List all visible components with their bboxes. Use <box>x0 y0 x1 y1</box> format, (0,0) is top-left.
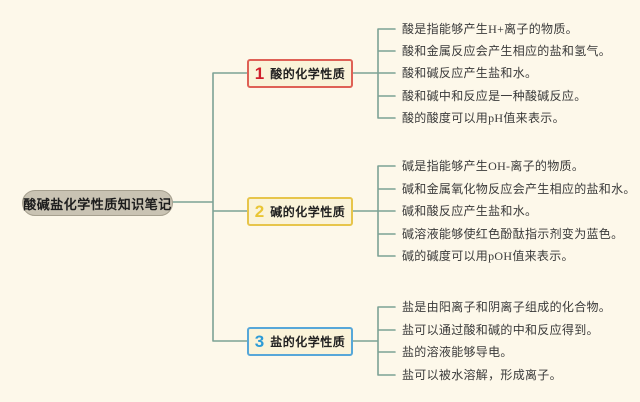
root-title: 酸碱盐化学性质知识笔记 <box>23 196 172 212</box>
branch-base-node: 2 碱的化学性质 <box>247 197 353 226</box>
root-node: 酸碱盐化学性质知识笔记 <box>22 190 173 216</box>
leaf-note: 酸的酸度可以用pH值来表示。 <box>402 111 565 125</box>
branch-acid-number: 1 <box>254 64 265 83</box>
branch-base-number: 2 <box>254 202 265 221</box>
branch-salt-label: 盐的化学性质 <box>270 335 346 349</box>
leaf-note: 盐的溶液能够导电。 <box>402 345 513 359</box>
leaf-note: 碱是指能够产生OH-离子的物质。 <box>402 159 585 173</box>
leaf-note: 酸和金属反应会产生相应的盐和氢气。 <box>402 44 612 58</box>
leaf-note: 酸和碱中和反应是一种酸碱反应。 <box>402 89 587 103</box>
leaf-note: 酸是指能够产生H+离子的物质。 <box>402 22 578 36</box>
branch-acid-node: 1 酸的化学性质 <box>247 59 353 88</box>
branch-base-label: 碱的化学性质 <box>270 205 346 219</box>
branch-salt-node: 3 盐的化学性质 <box>247 327 353 356</box>
leaf-note: 盐是由阳离子和阴离子组成的化合物。 <box>402 300 612 314</box>
leaf-note: 盐可以通过酸和碱的中和反应得到。 <box>402 323 599 337</box>
leaf-note: 碱的碱度可以用pOH值来表示。 <box>402 249 574 263</box>
leaf-note: 盐可以被水溶解，形成离子。 <box>402 368 562 382</box>
leaf-note: 碱溶液能够使红色酚酞指示剂变为蓝色。 <box>402 227 624 241</box>
branch-salt-number: 3 <box>254 332 265 351</box>
leaf-note: 酸和碱反应产生盐和水。 <box>402 66 538 80</box>
leaf-note: 碱和酸反应产生盐和水。 <box>402 204 538 218</box>
branch-acid-label: 酸的化学性质 <box>270 67 346 81</box>
leaf-note: 碱和金属氧化物反应会产生相应的盐和水。 <box>402 182 636 196</box>
